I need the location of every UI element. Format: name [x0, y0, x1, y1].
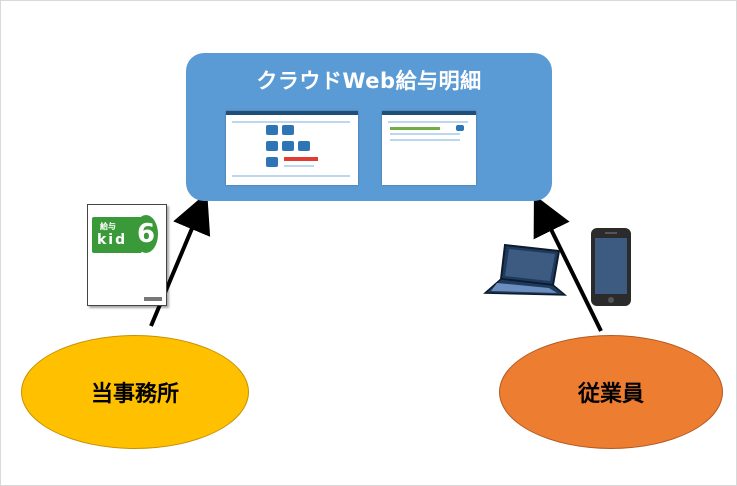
product-big-label: kid	[97, 232, 128, 248]
admin-screen-thumbnail	[226, 111, 358, 185]
arrow-staff-to-cloud	[533, 194, 603, 332]
product-logo: 給与 kid	[92, 217, 142, 253]
office-node: 当事務所	[21, 335, 249, 449]
staff-node: 従業員	[499, 335, 723, 449]
product-version-number: 6	[134, 215, 158, 253]
document-footer-mark	[144, 297, 162, 301]
cloud-web-payslip-box: クラウドWeb給与明細	[186, 53, 552, 201]
staff-label: 従業員	[577, 382, 644, 407]
cloud-title: クラウドWeb給与明細	[256, 69, 482, 93]
product-small-label: 給与	[100, 222, 116, 231]
smartphone-icon	[591, 228, 631, 306]
employee-screen-thumbnail	[382, 111, 476, 185]
arrow-office-to-cloud	[149, 192, 211, 327]
laptop-icon	[483, 243, 568, 296]
office-label: 当事務所	[90, 382, 179, 407]
kyuyo-kid6-document: 給与 kid 6	[87, 204, 167, 306]
